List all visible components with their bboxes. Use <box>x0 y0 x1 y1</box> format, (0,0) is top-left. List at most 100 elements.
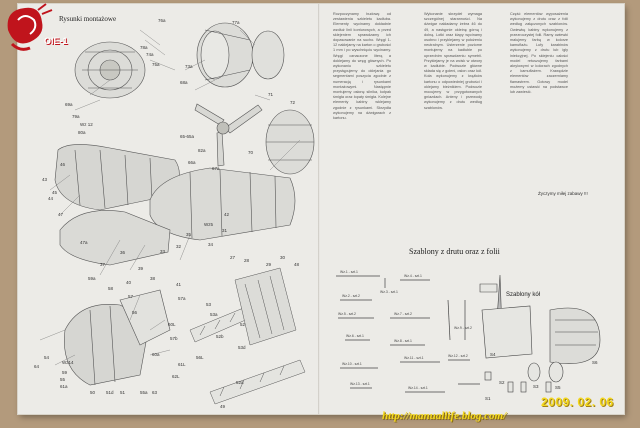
part-label: 42 <box>224 212 230 217</box>
part-label: 48 <box>294 262 300 267</box>
template-label: Wz.12 - szt.2 <box>448 354 468 358</box>
part-label: Wz14 <box>62 360 74 365</box>
part-label: 66a <box>188 160 196 165</box>
part-label: 52 <box>240 322 246 327</box>
instructions-column-1: Rozpoczynamy budowę od zestawienia szkie… <box>333 12 391 121</box>
part-label: 77a <box>232 20 240 25</box>
part-label: 61a <box>60 384 68 389</box>
part-label: 69a <box>65 102 73 107</box>
part-label: 35 <box>186 232 192 237</box>
brand-logo-icon <box>7 3 53 51</box>
part-label: Wz 12 <box>80 122 93 127</box>
propeller-drawing <box>194 103 263 167</box>
page-heading: Rysunki montażowe <box>59 15 117 23</box>
wing-rib-drawing <box>189 267 306 405</box>
template-label: Wz.1 - szt.1 <box>340 270 358 274</box>
part-label: 82a <box>198 148 206 153</box>
part-label: 73a <box>185 64 193 69</box>
part-label: 54 <box>44 355 50 360</box>
template-label: Wz.13 - szt.1 <box>350 382 370 386</box>
part-label: 53a <box>210 312 218 317</box>
part-label: 56 <box>132 310 138 315</box>
part-label: 57b <box>170 336 178 341</box>
part-label: 40 <box>126 280 132 285</box>
part-label: 47a <box>80 240 88 245</box>
template-label: Wz.8 - szt.1 <box>394 339 412 343</box>
watermark-url: http://manuallife.blog.com/ <box>382 410 507 422</box>
template-label: Wz.3 - szt.1 <box>380 290 398 294</box>
fuselage-front-drawing <box>251 30 315 175</box>
part-label: 43 <box>42 177 48 182</box>
fuselage-mid-drawing <box>54 144 180 211</box>
part-label: 50 <box>90 390 96 395</box>
part-label: 47 <box>58 212 64 217</box>
template-label: Wz.14 - szt.1 <box>408 386 428 390</box>
photo-date-stamp: 2009. 02. 06 <box>541 395 614 409</box>
tail-drawing <box>64 289 171 386</box>
part-label: 79a <box>72 114 80 119</box>
wheel-part-label: S6 <box>592 360 598 365</box>
wheel-part-label: S3 <box>533 384 539 389</box>
part-label: 46 <box>60 162 66 167</box>
part-label: 60a <box>152 352 160 357</box>
part-label: 37 <box>100 262 106 267</box>
template-label: Wz.7 - szt.2 <box>394 312 412 316</box>
engine-drawing <box>74 41 146 99</box>
brand-logo-text: OIE-1 <box>44 36 68 46</box>
signoff-text: Życzymy miłej zabawy !!! <box>538 191 588 196</box>
part-label: 55a <box>140 390 148 395</box>
part-label: 72 <box>290 100 296 105</box>
part-label: 39 <box>138 266 144 271</box>
template-label: Wz.4 - szt.1 <box>404 274 422 278</box>
part-label: 55 <box>60 377 66 382</box>
part-label: 41 <box>176 282 182 287</box>
part-label: 57 <box>128 294 134 299</box>
template-label: Wz.9 - szt.2 <box>454 326 472 330</box>
part-label: 33 <box>160 249 166 254</box>
part-label: 59a <box>88 276 96 281</box>
part-label: 63 <box>152 390 158 395</box>
part-label: 62L <box>172 374 180 379</box>
part-label: 65-65a <box>180 134 195 139</box>
template-label: Wz.11 - szt.1 <box>404 356 424 360</box>
part-label: 49 <box>220 404 226 409</box>
wheel-part-label: S1 <box>485 396 491 401</box>
template-label: Wz.6 - szt.1 <box>346 334 364 338</box>
part-label: 78a <box>140 45 148 50</box>
template-label: Wz.2 - szt.2 <box>342 294 360 298</box>
wheel-part-label: S4 <box>490 352 496 357</box>
part-label: 80a <box>78 130 86 135</box>
part-label: 70 <box>248 150 254 155</box>
template-label: Wz.10 - szt.1 <box>342 362 362 366</box>
part-label: 34 <box>208 242 214 247</box>
part-label: 56L <box>196 355 204 360</box>
part-label: 60L <box>168 322 176 327</box>
part-label: 75a <box>152 62 160 67</box>
part-label: 29 <box>266 262 272 267</box>
leader-lines <box>39 29 301 366</box>
part-label: 51 <box>120 390 126 395</box>
wire-templates <box>336 275 480 393</box>
instructions-column-2: Wykonanie skrzydeł wymaga szczególnej st… <box>424 12 482 110</box>
part-label: 38 <box>150 276 156 281</box>
part-label: 71 <box>268 92 274 97</box>
part-label: 76a <box>158 18 166 23</box>
part-label: 53d <box>238 345 246 350</box>
part-label: 58 <box>108 286 114 291</box>
page-fold <box>318 4 320 414</box>
part-label: 30 <box>280 255 286 260</box>
part-label: 61L <box>178 362 186 367</box>
template-label: Wz.5 - szt.2 <box>338 312 356 316</box>
part-label: 31 <box>222 228 228 233</box>
part-label: 51d <box>106 390 114 395</box>
wheel-part-label: S2 <box>499 380 505 385</box>
part-label: 68a <box>180 80 188 85</box>
part-label: 27 <box>230 255 236 260</box>
cowling-drawing <box>196 22 254 88</box>
instructions-column-3: Część elementów wyposażenia wykonujemy z… <box>510 12 568 95</box>
part-label: 57a <box>178 296 186 301</box>
fuselage-rear-drawing <box>59 167 296 266</box>
wheel-templates <box>479 274 601 393</box>
part-label: 52a <box>236 380 244 385</box>
